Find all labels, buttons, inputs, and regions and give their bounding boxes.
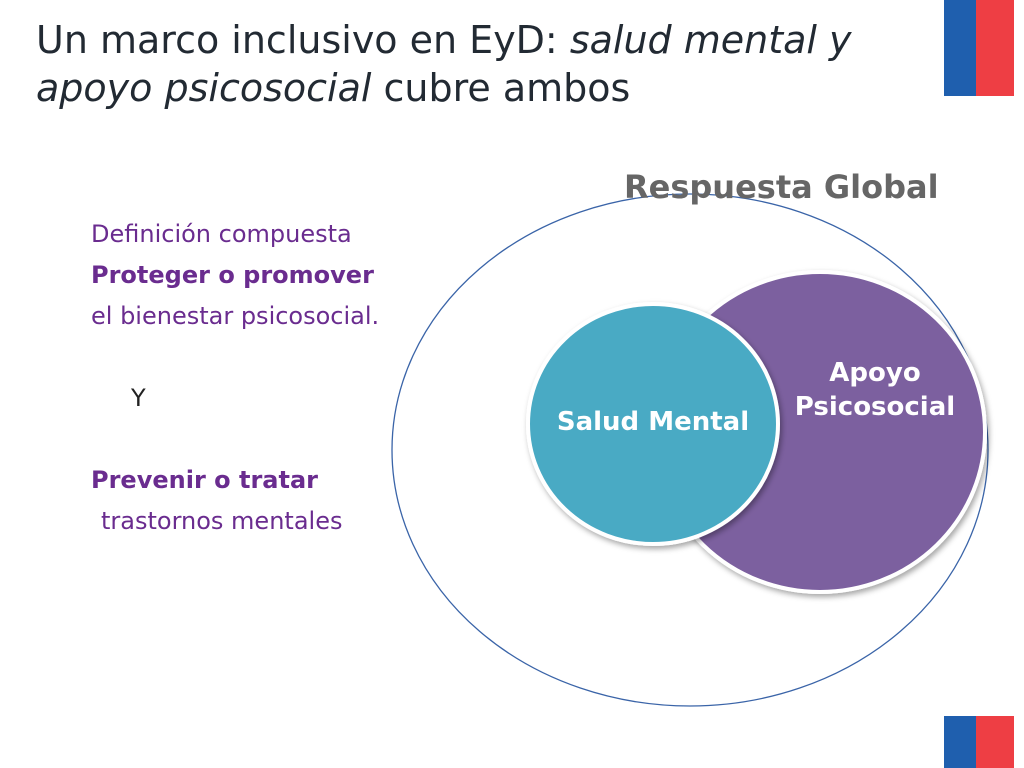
flag-stripe-top [944,0,1014,96]
global-response-label: Respuesta Global [624,168,939,206]
disorders-line: trastornos mentales [101,507,343,535]
protect-promote-line: Proteger o promover [91,261,374,289]
title-part-1: Un marco inclusivo en EyD: [36,18,570,62]
slide-title: Un marco inclusivo en EyD: salud mental … [36,16,916,112]
psychosocial-label-line-1: Apoyo [829,358,921,388]
psychosocial-label-line-2: Psicosocial [794,392,956,422]
wellbeing-line: el bienestar psicosocial. [91,302,380,330]
mental-health-label: Salud Mental [556,407,750,437]
title-part-2: cubre ambos [371,66,631,110]
outer-circle-global-response [391,193,989,707]
psychosocial-support-label: Apoyo Psicosocial [780,356,970,424]
definition-line: Definición compuesta [91,220,352,248]
title-italic: salud mental y apoyo psicosocial [36,18,852,110]
flag-stripe-bottom [944,716,1014,768]
connector-y: Y [131,384,146,412]
prevent-treat-line: Prevenir o tratar [91,466,318,494]
teal-circle-mental-health [526,302,780,546]
